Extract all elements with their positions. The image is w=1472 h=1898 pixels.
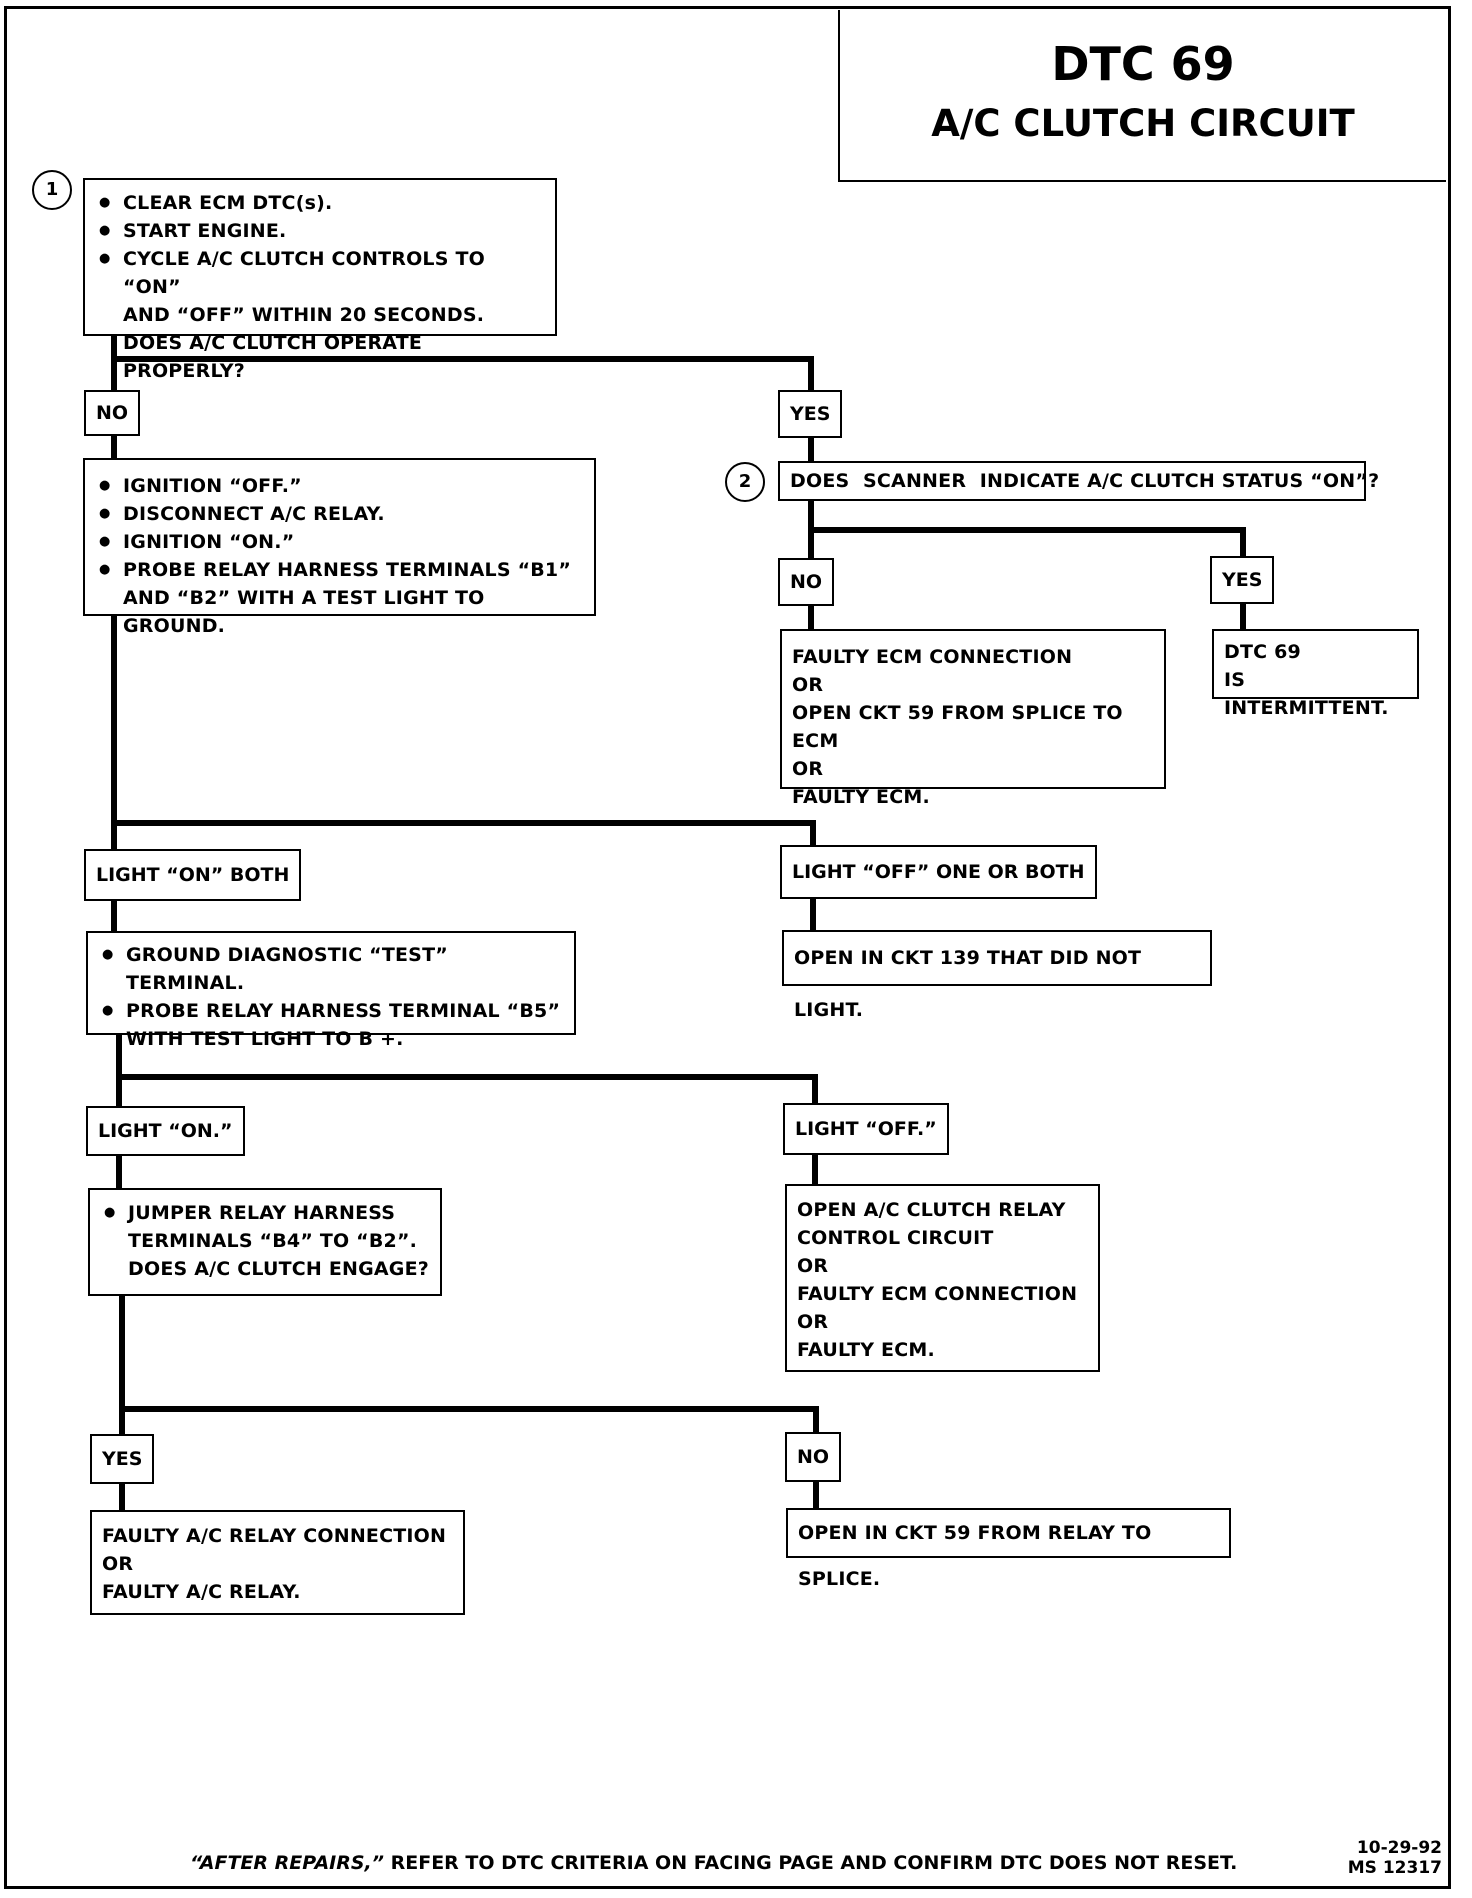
connector (111, 434, 117, 460)
connector (119, 1292, 125, 1436)
yes-5-line: OR (102, 1553, 134, 1575)
jumper-line: TERMINALS “B4” TO “B2”. (128, 1230, 418, 1252)
jumper-line: DOES A/C CLUTCH ENGAGE? (128, 1258, 430, 1280)
footer-meta: 10-29-92 MS 12317 (1348, 1838, 1442, 1878)
jumper-action-box: JUMPER RELAY HARNESS TERMINALS “B4” TO “… (88, 1188, 442, 1296)
yes-5-line: FAULTY A/C RELAY. (102, 1581, 301, 1603)
no-1-line: DISCONNECT A/C RELAY. (93, 500, 586, 528)
no-2-line: OR (792, 674, 824, 696)
branch-5-yes-label: YES (90, 1434, 155, 1484)
light-off-result-box: OPEN IN CKT 139 THAT DID NOT LIGHT. (782, 930, 1212, 1021)
light-off-2-line: OR (797, 1255, 829, 1277)
yes-5-line: FAULTY A/C RELAY CONNECTION (102, 1525, 447, 1547)
light-off-2-line: FAULTY ECM. (797, 1339, 935, 1361)
connector (111, 898, 117, 932)
yes-5-result-box: FAULTY A/C RELAY CONNECTION OR FAULTY A/… (90, 1510, 465, 1615)
connector (813, 1406, 819, 1434)
light-off-2-result-box: OPEN A/C CLUTCH RELAY CONTROL CIRCUIT OR… (785, 1184, 1100, 1372)
footer-code: MS 12317 (1347, 1858, 1442, 1878)
connector (808, 603, 814, 631)
page-subtitle: A/C CLUTCH CIRCUIT (931, 102, 1355, 145)
no-5-result-box: OPEN IN CKT 59 FROM RELAY TO SPLICE. (786, 1508, 1231, 1590)
connector (808, 356, 814, 392)
connector (111, 820, 816, 826)
step-1-line: START ENGINE. (93, 217, 547, 245)
yes-2-line: IS INTERMITTENT. (1224, 669, 1389, 719)
branch-2-yes-label: YES (1210, 556, 1275, 604)
no-2-line: OR (792, 758, 824, 780)
branch-5-no-label: NO (785, 1432, 842, 1482)
connector (116, 1074, 818, 1080)
connector (119, 1406, 819, 1412)
branch-2-no-label: NO (778, 558, 835, 606)
light-on-line: WITH TEST LIGHT TO B +. (126, 1028, 404, 1050)
step-2-marker: 2 (725, 462, 765, 502)
step-1-line: DOES A/C CLUTCH OPERATE PROPERLY? (123, 332, 423, 382)
page-frame (4, 6, 1451, 1889)
light-off-2-line: FAULTY ECM CONNECTION (797, 1283, 1078, 1305)
connector (812, 1074, 818, 1106)
yes-2-result-box: DTC 69 IS INTERMITTENT. (1212, 629, 1419, 719)
light-on-line: PROBE RELAY HARNESS TERMINAL “B5” (96, 997, 566, 1025)
light-on-line: GROUND DIAGNOSTIC “TEST” TERMINAL. (96, 941, 566, 997)
footer-date: 10-29-92 (1356, 1838, 1442, 1858)
light-off-2-line: OR (797, 1311, 829, 1333)
step-1-box: CLEAR ECM DTC(s). START ENGINE. CYCLE A/… (83, 178, 557, 382)
no-1-action-box: IGNITION “OFF.” DISCONNECT A/C RELAY. IG… (83, 458, 596, 637)
branch-4-right-label: LIGHT “OFF.” (783, 1103, 949, 1155)
footer-note-text: REFER TO DTC CRITERIA ON FACING PAGE AND… (384, 1852, 1238, 1874)
branch-1-yes-label: YES (778, 390, 843, 438)
step-1-line: CYCLE A/C CLUTCH CONTROLS TO “ON” (93, 245, 547, 301)
connector (111, 356, 814, 362)
no-2-line: OPEN CKT 59 FROM SPLICE TO ECM (792, 702, 1123, 752)
step-2-question-box: DOES SCANNER INDICATE A/C CLUTCH STATUS … (778, 461, 1379, 501)
step-1-line: AND “OFF” WITHIN 20 SECONDS. (123, 304, 485, 326)
branch-1-no-label: NO (84, 390, 141, 436)
branch-3-left-label: LIGHT “ON” BOTH (84, 849, 302, 901)
connector (808, 437, 814, 467)
step-1-marker: 1 (32, 170, 72, 210)
light-off-2-line: OPEN A/C CLUTCH RELAY (797, 1199, 1066, 1221)
connector (808, 527, 1246, 533)
connector (111, 612, 117, 852)
no-2-result-box: FAULTY ECM CONNECTION OR OPEN CKT 59 FRO… (780, 629, 1166, 808)
title-box: DTC 69 A/C CLUTCH CIRCUIT (838, 10, 1446, 182)
no-1-line: IGNITION “ON.” (93, 528, 586, 556)
footer-note: “AFTER REPAIRS,” REFER TO DTC CRITERIA O… (190, 1852, 1237, 1874)
no-1-line: PROBE RELAY HARNESS TERMINALS “B1” (93, 556, 586, 584)
branch-4-left-label: LIGHT “ON.” (86, 1106, 245, 1156)
no-1-line: IGNITION “OFF.” (93, 472, 586, 500)
footer-note-emphasis: “AFTER REPAIRS,” (190, 1852, 384, 1874)
connector (1240, 527, 1246, 559)
connector (116, 1032, 122, 1108)
no-1-line: AND “B2” WITH A TEST LIGHT TO GROUND. (123, 587, 485, 637)
yes-2-line: DTC 69 (1224, 641, 1301, 663)
connector (810, 820, 816, 846)
connector (116, 1152, 122, 1190)
connector (111, 334, 117, 390)
connector (119, 1480, 125, 1512)
light-off-2-line: CONTROL CIRCUIT (797, 1227, 994, 1249)
connector (812, 1152, 818, 1186)
no-2-line: FAULTY ECM CONNECTION (792, 646, 1073, 668)
branch-3-right-label: LIGHT “OFF” ONE OR BOTH (780, 845, 1097, 899)
connector (810, 898, 816, 932)
connector (813, 1480, 819, 1510)
step-1-line: CLEAR ECM DTC(s). (93, 189, 547, 217)
jumper-line: JUMPER RELAY HARNESS (98, 1199, 432, 1227)
connector (1240, 603, 1246, 631)
no-2-line: FAULTY ECM. (792, 786, 930, 808)
page-title: DTC 69 (1051, 37, 1235, 91)
light-on-action-box: GROUND DIAGNOSTIC “TEST” TERMINAL. PROBE… (86, 931, 576, 1050)
